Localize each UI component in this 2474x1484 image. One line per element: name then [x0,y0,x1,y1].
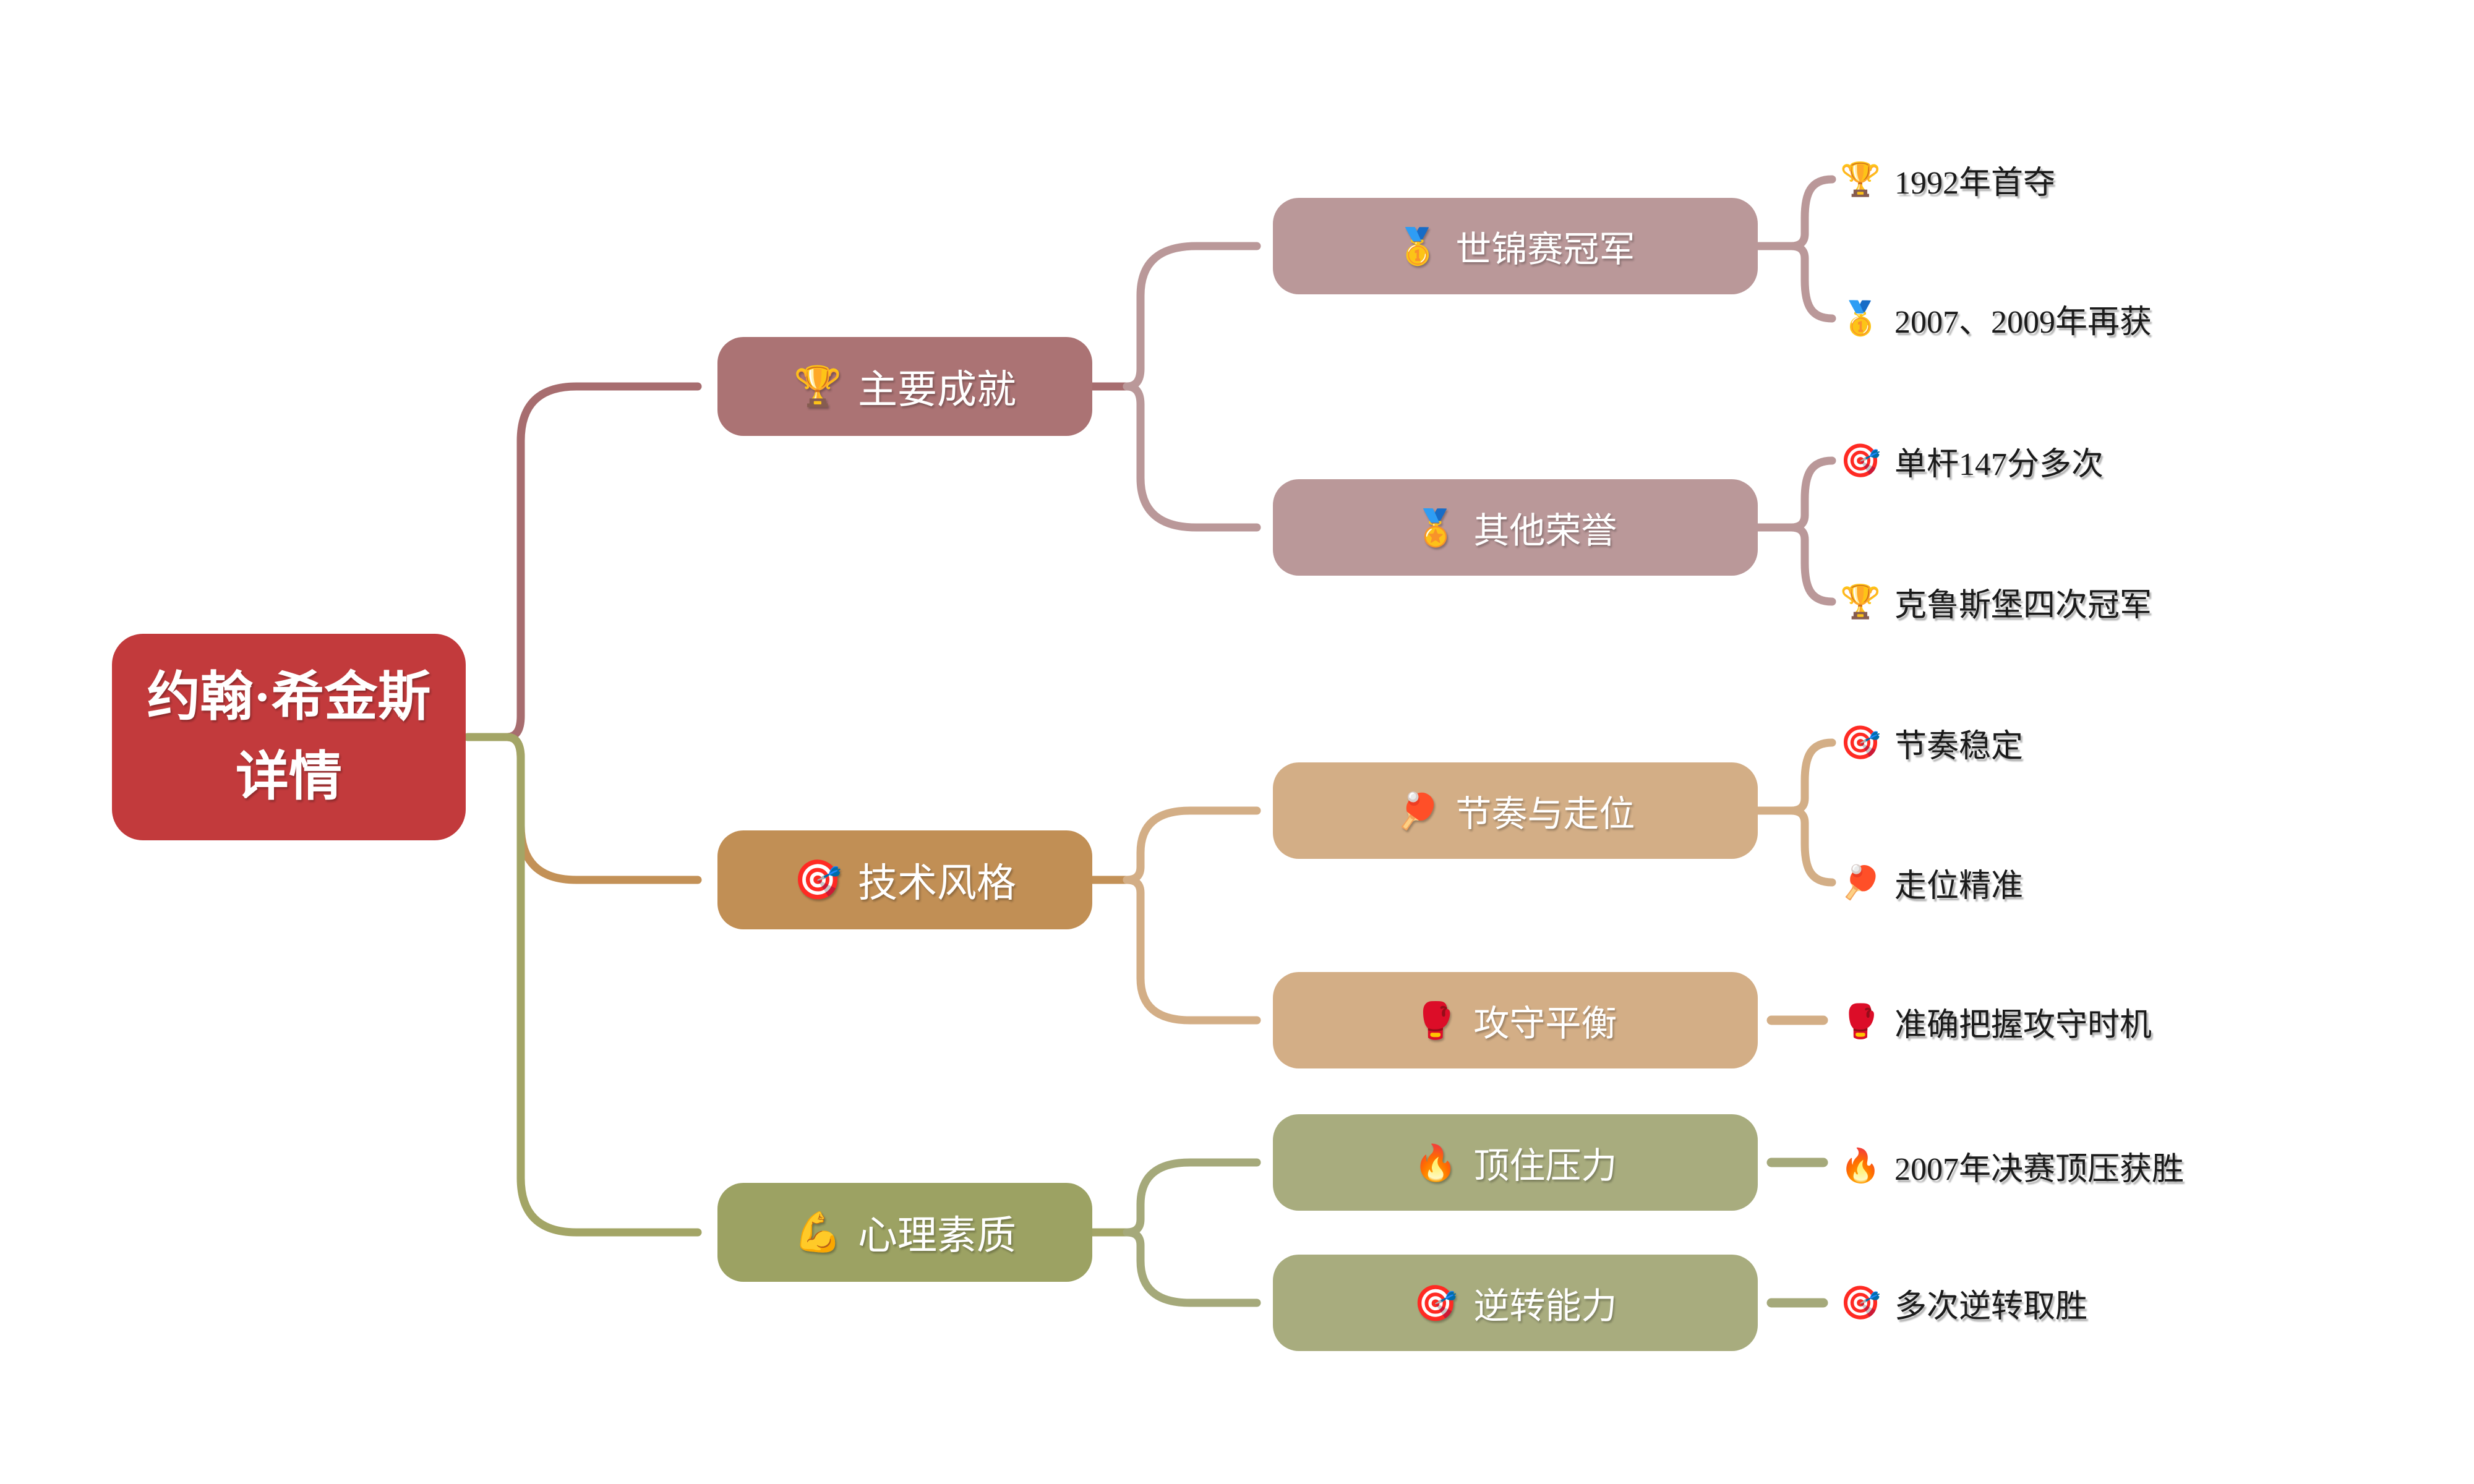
gold-medal-icon: 🥇 [1840,299,1881,338]
connector-root-to-mental [503,733,702,1237]
leaf-label: 多次逆转取胜 [1894,1289,2088,1324]
root-node[interactable]: 约翰·希金斯 详情 [112,634,466,840]
leaf-label: 单杆147分多次 [1894,446,2104,482]
sports-medal-icon: 🏅 [1413,507,1458,548]
node-pressure-resistance[interactable]: 🔥 顶住压力 [1273,1114,1758,1211]
dart-target-icon: 🎯 [793,857,842,902]
connector-mental-to-comeback [1123,1228,1261,1307]
leaf-label: 2007年决赛顶压获胜 [1894,1151,2185,1187]
node-label: 攻守平衡 [1473,1004,1617,1044]
boxing-glove-icon: 🥊 [1413,1000,1458,1041]
leaf-attack-defense-timing[interactable]: 🥊 准确把握攻守时机 [1840,987,2152,1055]
connector-honors-to-147 [1787,456,1836,532]
root-title-line2: 详情 [236,747,342,806]
node-main-achievements[interactable]: 🏆 主要成就 [717,337,1092,436]
connector-rhythm-to-steady [1787,738,1836,815]
flexed-biceps-icon: 💪 [793,1209,842,1255]
node-label: 主要成就 [858,368,1017,412]
node-comeback-ability[interactable]: 🎯 逆转能力 [1273,1255,1758,1351]
node-label: 世锦赛冠军 [1455,229,1635,270]
leaf-comeback-wins[interactable]: 🎯 多次逆转取胜 [1840,1269,2087,1337]
node-attack-defense-balance[interactable]: 🥊 攻守平衡 [1273,972,1758,1068]
leaf-titles-2007-2009[interactable]: 🥇 2007、2009年再获 [1840,284,2152,352]
trophy-icon: 🏆 [793,364,842,409]
ping-pong-icon: 🏓 [1395,790,1440,832]
connector-worldtitle-to-2007 [1787,242,1836,323]
leaf-label: 克鲁斯堡四次冠军 [1894,587,2152,623]
node-world-championships[interactable]: 🥇 世锦赛冠军 [1273,198,1758,294]
root-title-line1: 约翰·希金斯 [147,667,431,727]
gold-medal-icon: 🥇 [1395,226,1440,267]
trophy-icon: 🏆 [1840,160,1881,198]
node-label: 逆转能力 [1473,1286,1617,1326]
connector-achievements-to-worldtitle [1123,242,1261,391]
leaf-label: 准确把握攻守时机 [1894,1007,2152,1043]
connector-root-to-achievements [503,382,702,741]
node-other-honors[interactable]: 🏅 其他荣誉 [1273,479,1758,576]
connector-achievements-to-honors [1123,382,1261,532]
leaf-2007-final-win[interactable]: 🔥 2007年决赛顶压获胜 [1840,1132,2184,1200]
node-technical-style[interactable]: 🎯 技术风格 [717,830,1092,929]
connector-mental-to-pressure [1123,1158,1261,1237]
leaf-147-breaks[interactable]: 🎯 单杆147分多次 [1840,427,2104,495]
leaf-label: 1992年首夺 [1894,165,2056,201]
node-label: 心理素质 [858,1214,1017,1258]
fire-icon: 🔥 [1413,1142,1458,1183]
fire-icon: 🔥 [1840,1146,1881,1185]
connector-honors-to-crucible [1787,523,1836,606]
leaf-label: 2007、2009年再获 [1894,304,2152,340]
connector-root-to-technique [503,733,702,884]
dart-target-icon: 🎯 [1413,1282,1458,1324]
leaf-first-title-1992[interactable]: 🏆 1992年首夺 [1840,145,2055,213]
leaf-label: 走位精准 [1894,868,2024,904]
leaf-steady-rhythm[interactable]: 🎯 节奏稳定 [1840,709,2023,777]
connector-rhythm-to-precise [1787,806,1836,887]
dart-target-icon: 🎯 [1840,723,1881,762]
node-label: 技术风格 [858,861,1017,905]
connector-worldtitle-to-1992 [1787,175,1836,250]
node-mental-strength[interactable]: 💪 心理素质 [717,1183,1092,1282]
node-label: 其他荣誉 [1473,511,1617,551]
node-label: 顶住压力 [1473,1146,1617,1186]
boxing-glove-icon: 🥊 [1840,1002,1881,1041]
dart-target-icon: 🎯 [1840,441,1881,480]
node-rhythm-positioning[interactable]: 🏓 节奏与走位 [1273,762,1758,859]
dart-target-icon: 🎯 [1840,1284,1881,1322]
leaf-crucible-four-titles[interactable]: 🏆 克鲁斯堡四次冠军 [1840,568,2152,636]
connector-technique-to-rhythm [1123,806,1261,884]
ping-pong-icon: 🏓 [1840,863,1881,902]
connector-technique-to-balance [1123,876,1261,1025]
leaf-label: 节奏稳定 [1894,728,2024,764]
node-label: 节奏与走位 [1455,794,1635,834]
leaf-precise-positioning[interactable]: 🏓 走位精准 [1840,848,2023,916]
trophy-icon: 🏆 [1840,582,1881,621]
